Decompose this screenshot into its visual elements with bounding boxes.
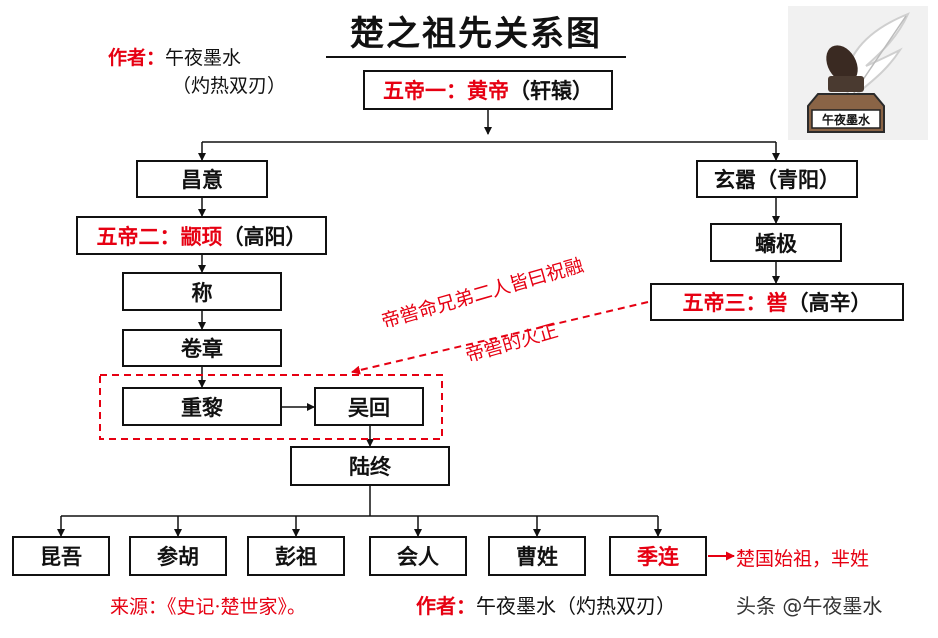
footer-author-label: 作者： [416,594,476,618]
node-diku-alias: （高辛） [787,291,872,315]
node-wuhui: 吴回 [314,387,424,426]
node-luzhong-label: 陆终 [349,455,391,479]
node-changyi: 昌意 [136,160,268,198]
ink-bottle-logo: 午夜墨水 [788,6,928,140]
node-huangdi-title: 五帝一：黄帝 [383,79,509,103]
title-underline [326,56,626,58]
author-name: 午夜墨水 [165,47,242,69]
footer-author-name: 午夜墨水（灼热双刃） [476,594,676,618]
watermark: 头条 @午夜墨水 [736,594,883,618]
node-son-kunwu-label: 昆吾 [40,545,82,569]
node-son-canhu: 参胡 [129,536,227,576]
diagram-title: 楚之祖先关系图 [350,14,602,54]
author-alias: （灼热双刃） [172,75,287,97]
node-son-caoxing: 曹姓 [488,536,586,576]
node-huangdi: 五帝一：黄帝（轩辕） [363,70,613,110]
node-son-pengzu-label: 彭祖 [275,545,317,569]
node-zhuanxu: 五帝二：颛顼（高阳） [76,216,327,255]
node-diku-title: 五帝三：喾 [682,291,788,315]
node-juanzhang: 卷章 [122,329,282,367]
node-zhongli-label: 重黎 [181,395,223,420]
node-son-huiren: 会人 [369,536,467,576]
node-changyi-label: 昌意 [181,168,223,192]
node-cheng: 称 [122,272,282,311]
footer-author: 作者：午夜墨水（灼热双刃） [416,590,676,619]
node-huangdi-alias: （轩辕） [509,79,593,103]
node-xuanxiao-label: 玄嚣（青阳） [714,168,840,192]
chu-ancestor-note: 楚国始祖，芈姓 [736,548,870,570]
logo-label: 午夜墨水 [822,112,871,127]
node-son-huiren-label: 会人 [397,545,439,569]
node-juanzhang-label: 卷章 [181,337,223,361]
source-citation: 来源：《史记·楚世家》。 [110,596,307,618]
node-jiaoji-label: 蟜极 [755,231,797,256]
node-luzhong: 陆终 [290,446,450,486]
node-diku: 五帝三：喾（高辛） [650,283,904,321]
author-top: 作者：午夜墨水 （灼热双刃） [108,44,286,97]
author-label: 作者： [108,47,166,69]
node-zhuanxu-title: 五帝二：颛顼 [96,224,223,249]
node-zhongli: 重黎 [122,387,282,426]
node-son-jilian: 季连 [609,536,707,576]
node-son-kunwu: 昆吾 [12,536,110,576]
node-jiaoji: 蟜极 [710,223,842,262]
node-son-jilian-label: 季连 [637,545,679,569]
node-son-pengzu: 彭祖 [247,536,345,576]
node-wuhui-label: 吴回 [348,395,390,420]
node-cheng-label: 称 [191,280,213,305]
node-zhuanxu-alias: （高阳） [222,224,307,249]
node-xuanxiao: 玄嚣（青阳） [696,160,858,198]
node-son-canhu-label: 参胡 [157,545,199,569]
node-son-caoxing-label: 曹姓 [516,545,558,569]
